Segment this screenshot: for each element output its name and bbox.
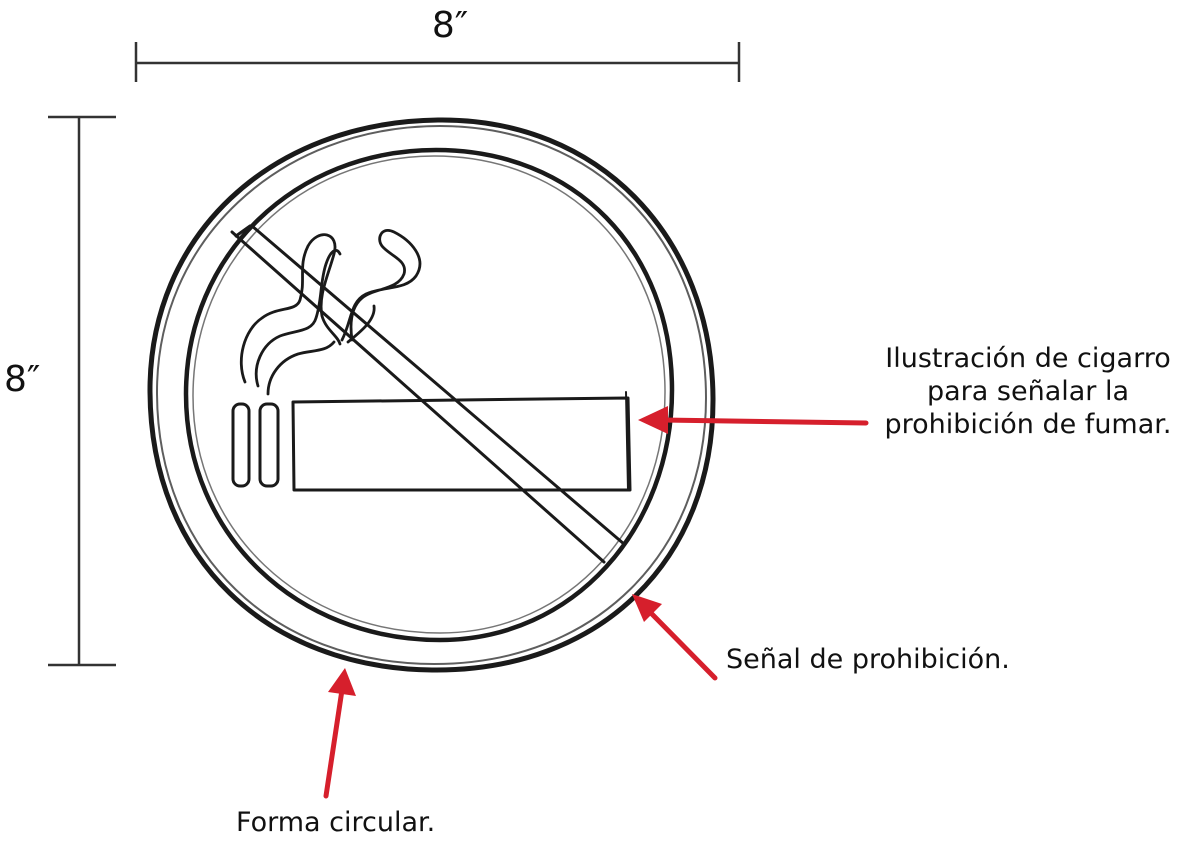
cigarette-annotation-line: para señalar la (926, 375, 1130, 407)
smoke-icon (240, 229, 422, 396)
cigarette-filter-segment (258, 402, 280, 488)
prohibition-sign-annotation: Señal de prohibición. (726, 644, 1010, 675)
arrow-to-ring (632, 594, 718, 681)
arrow-to-cigarette (638, 406, 869, 434)
width-label: 8″ (431, 5, 469, 46)
width-dimension-line (134, 42, 741, 82)
circular-shape-annotation: Forma circular. (236, 807, 436, 838)
arrow-to-circle-shape (323, 668, 356, 799)
cigarette-illustration (231, 229, 632, 492)
height-label: 8″ (4, 359, 41, 400)
cigarette-body (291, 396, 632, 492)
cigarette-annotation: Ilustración de cigarro para señalar la p… (878, 343, 1178, 442)
inner-ring (183, 147, 675, 643)
cigarette-filter-segment (231, 402, 251, 488)
prohibition-bar (230, 224, 626, 564)
annotation-arrows (323, 406, 869, 799)
outer-ring (147, 117, 716, 673)
cigarette-annotation-line: prohibición de fumar. (884, 408, 1172, 440)
cigarette-annotation-line: Ilustración de cigarro (885, 343, 1171, 374)
height-dimension-line (48, 115, 116, 667)
